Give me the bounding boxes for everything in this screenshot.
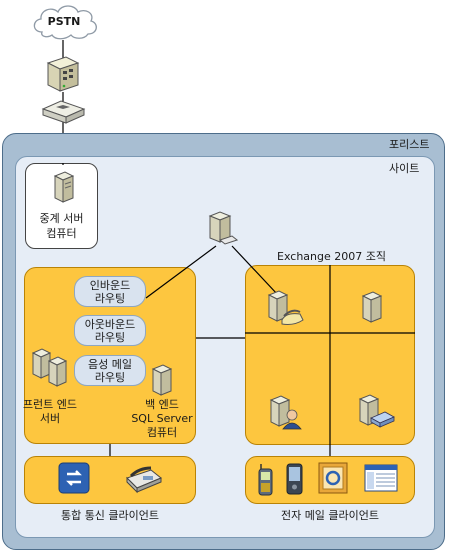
client-access-server-icon bbox=[269, 395, 302, 430]
desk-phone bbox=[123, 464, 163, 494]
server-icon bbox=[151, 364, 173, 396]
server-icon bbox=[31, 348, 68, 387]
router-icon bbox=[41, 100, 86, 124]
email-client-label: 전자 메일 클라이언트 bbox=[280, 509, 380, 522]
uc-client-label: 통합 통신 클라이언트 bbox=[60, 509, 160, 522]
site-label: 사이트 bbox=[389, 162, 420, 175]
unified-messaging-server-icon bbox=[267, 290, 304, 325]
back-end-label-2: SQL Server bbox=[131, 412, 193, 425]
client-access-server bbox=[268, 395, 304, 431]
mailbox-server-icon bbox=[361, 291, 383, 323]
back-end-server bbox=[150, 364, 174, 396]
pstn-cloud: PSTN bbox=[28, 2, 100, 42]
desk-phone-icon bbox=[126, 466, 162, 494]
server-icon bbox=[53, 171, 74, 203]
pstn-label: PSTN bbox=[47, 15, 81, 28]
relay-label-1: 중계 서버 bbox=[39, 212, 84, 225]
inbound-routing: 인바운드 라우팅 bbox=[74, 276, 146, 307]
pda-icon bbox=[286, 463, 303, 495]
back-end-label-1: 백 엔드 bbox=[145, 398, 179, 411]
hub-transport-server bbox=[357, 394, 395, 430]
forest-label: 포리스트 bbox=[389, 138, 430, 151]
mobile-phone-icon bbox=[258, 464, 273, 496]
front-end-servers bbox=[30, 346, 70, 396]
mailbox-server bbox=[360, 291, 384, 323]
outlook-icon bbox=[318, 462, 348, 494]
voicemail-routing-label-1: 음성 메일 bbox=[88, 358, 132, 371]
relay-label-2: 컴퓨터 bbox=[46, 227, 77, 240]
cloud-icon bbox=[33, 5, 97, 40]
router bbox=[41, 99, 86, 125]
outbound-routing-label-2: 라우팅 bbox=[94, 331, 126, 344]
web-mail bbox=[364, 464, 398, 492]
inbound-routing-label-2: 라우팅 bbox=[94, 292, 126, 305]
relay-server: 중계 서버 컴퓨터 bbox=[25, 163, 98, 249]
communicator bbox=[58, 462, 90, 494]
front-end-label-1: 프런트 엔드 bbox=[22, 398, 78, 411]
gateway-icon bbox=[46, 56, 80, 92]
communicator-icon bbox=[58, 462, 90, 494]
uc-client-block bbox=[24, 456, 196, 504]
voicemail-routing-label-2: 라우팅 bbox=[94, 371, 126, 384]
mobile-phone bbox=[256, 462, 276, 496]
connection-server-icon bbox=[208, 211, 239, 245]
ip-gateway bbox=[44, 55, 80, 93]
pda bbox=[285, 462, 305, 496]
server-icon bbox=[358, 394, 395, 428]
outbound-routing: 아웃바운드 라우팅 bbox=[74, 315, 146, 346]
outlook bbox=[318, 462, 348, 494]
web-mail-icon bbox=[364, 464, 398, 492]
unified-messaging-server bbox=[266, 290, 306, 330]
edge-server bbox=[206, 210, 239, 250]
front-end-label-2: 서버 bbox=[39, 412, 61, 425]
outbound-routing-label-1: 아웃바운드 bbox=[84, 318, 136, 331]
exchange-org-label: Exchange 2007 조직 bbox=[277, 250, 386, 263]
voicemail-routing: 음성 메일 라우팅 bbox=[74, 355, 146, 386]
back-end-label-3: 컴퓨터 bbox=[146, 426, 178, 439]
inbound-routing-label-1: 인바운드 bbox=[89, 279, 131, 292]
